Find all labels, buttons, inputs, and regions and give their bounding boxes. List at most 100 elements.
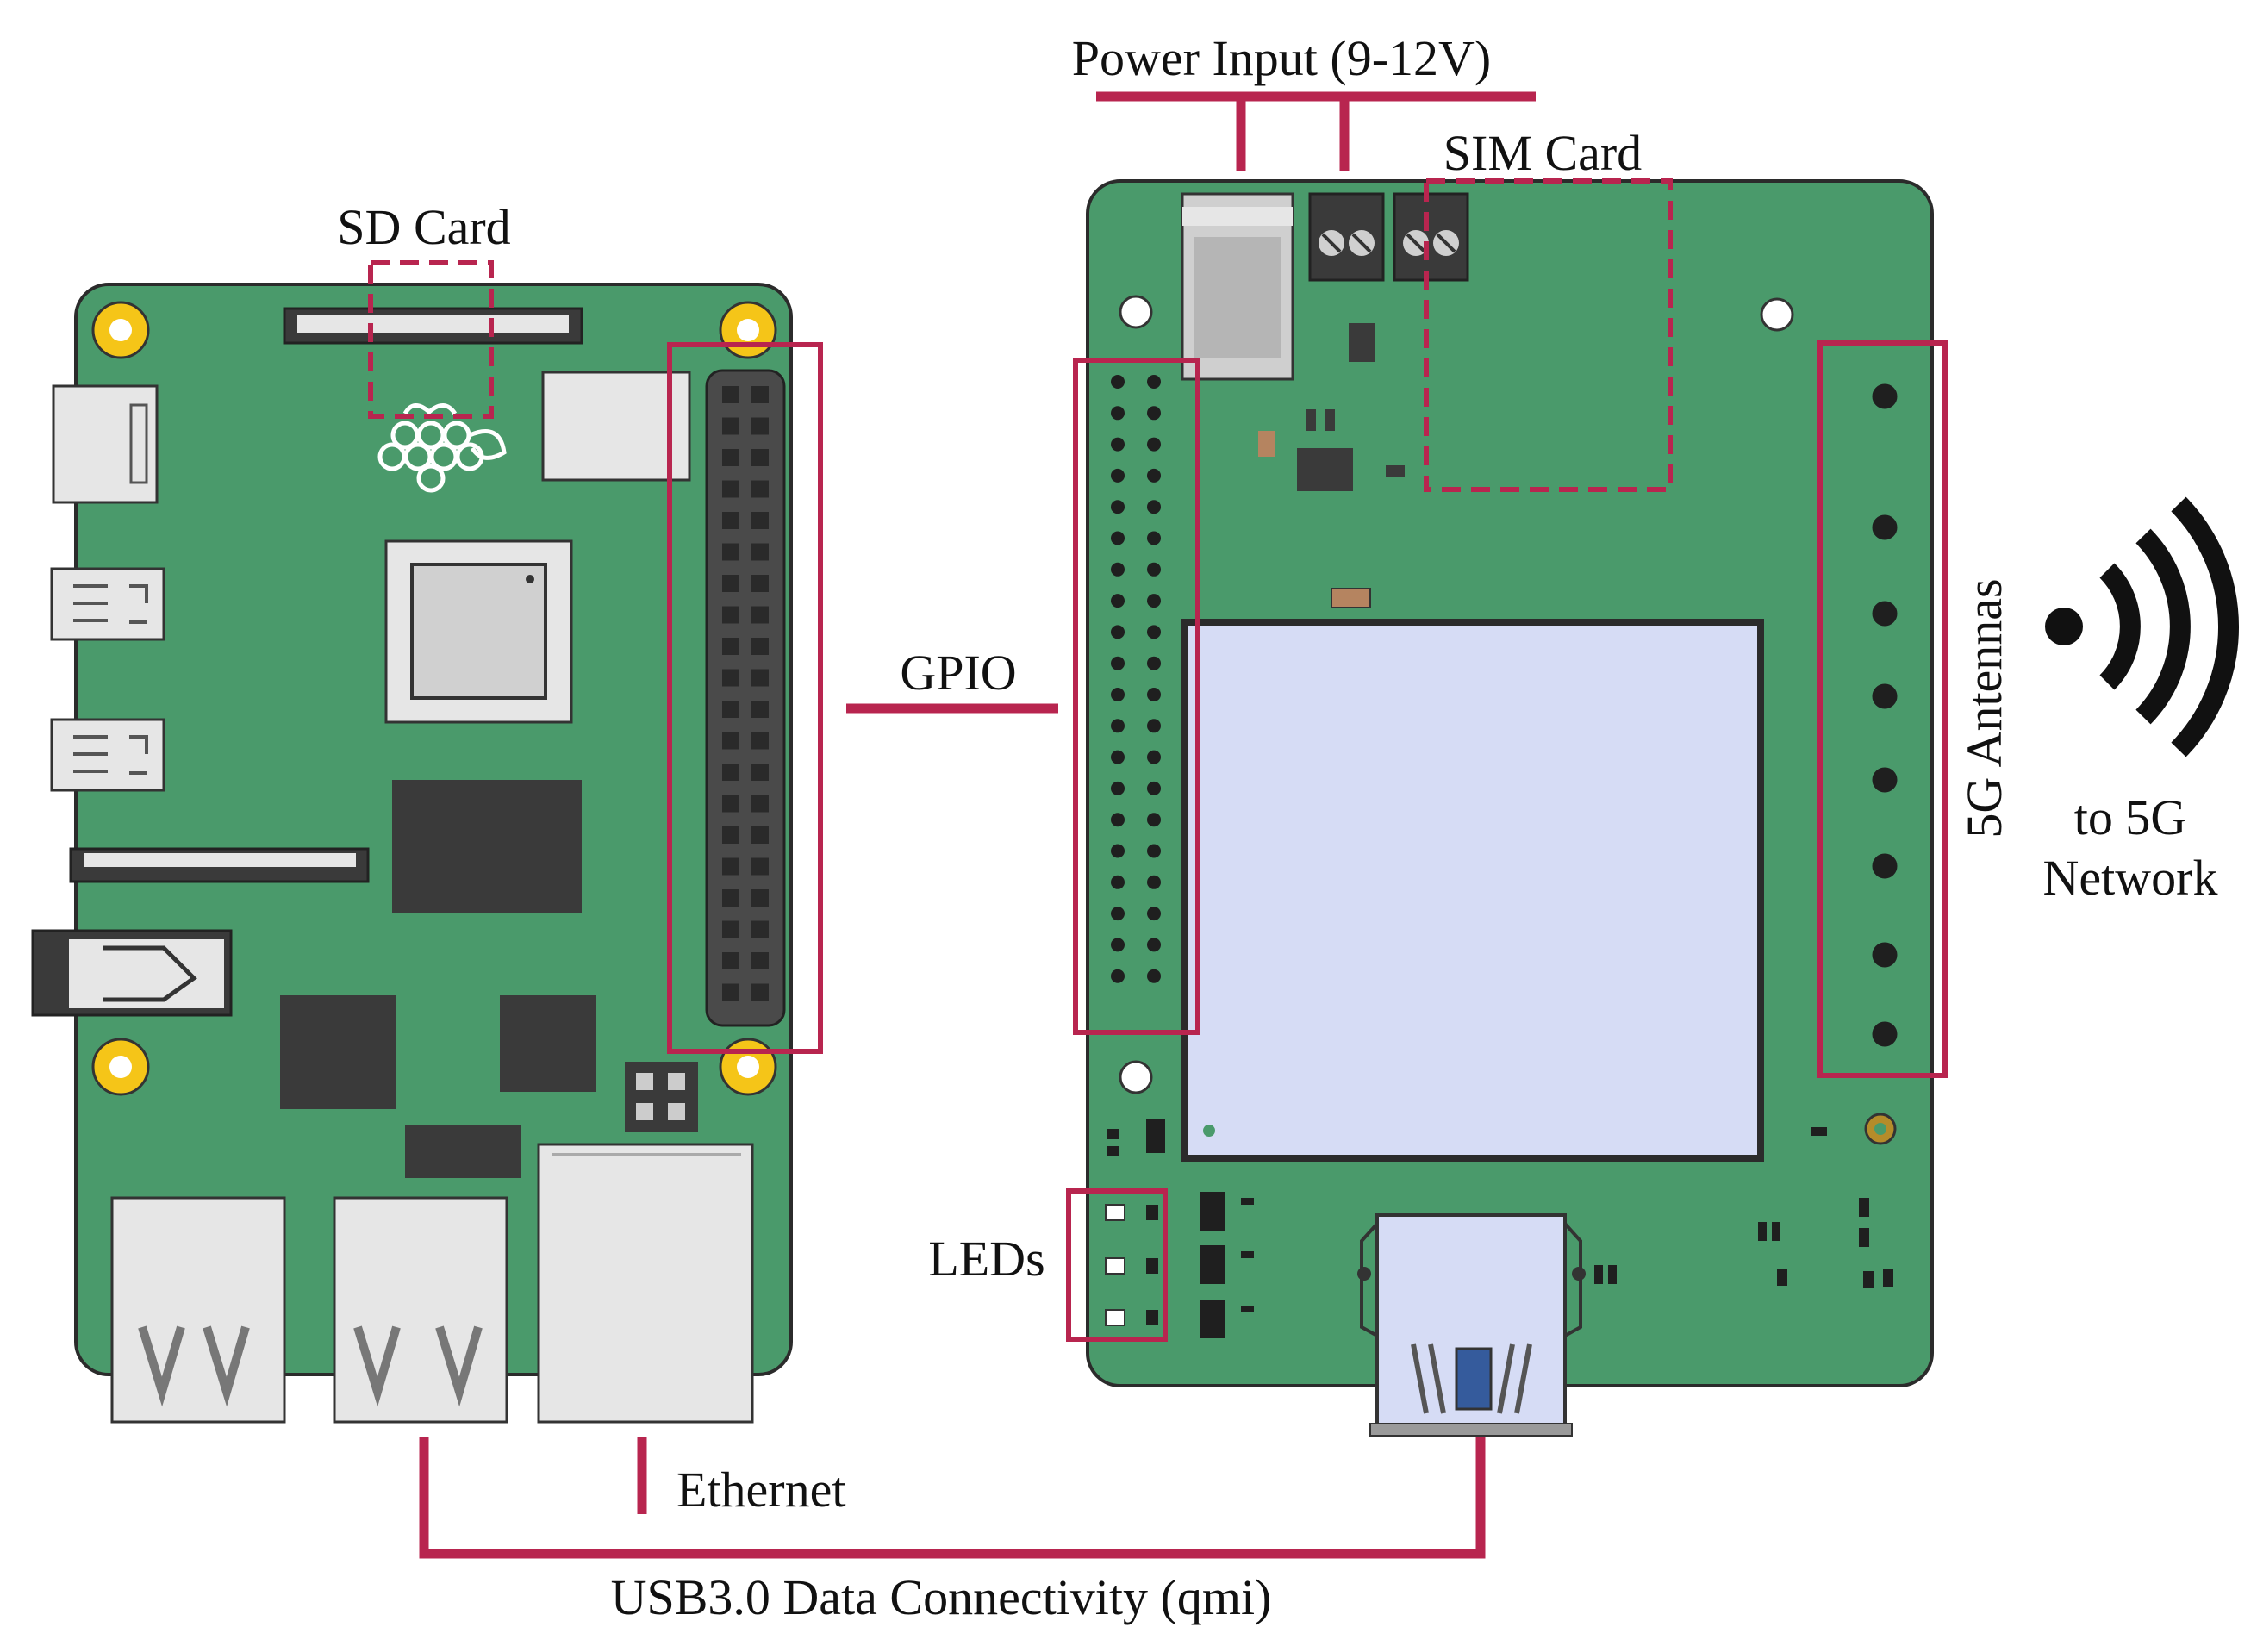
- hat-gpio-pin: [1111, 719, 1125, 733]
- gpio-pin: [751, 512, 769, 529]
- hat-gpio-pin: [1147, 844, 1161, 858]
- raspberry-pi-board: [31, 283, 793, 1424]
- gpio-pin: [722, 386, 739, 403]
- leds-label: LEDs: [928, 1231, 1044, 1287]
- antenna-pad: [1869, 1019, 1900, 1050]
- hat-gpio-pin: [1111, 531, 1125, 545]
- hat-gpio-pin: [1147, 938, 1161, 952]
- hat-gpio-pin: [1111, 468, 1125, 483]
- network-label-line1: to 5G: [2074, 789, 2187, 845]
- hat-gpio-pin: [1147, 969, 1161, 983]
- hat-gpio-pin: [1111, 750, 1125, 764]
- gpio-pin: [751, 889, 769, 907]
- terminal-block: [1308, 192, 1385, 282]
- 5g-hat-board: [1086, 179, 1934, 1437]
- usb-port: [333, 1196, 508, 1424]
- leds-highlight: [1066, 1188, 1168, 1342]
- hat-gpio-pin: [1111, 875, 1125, 889]
- gpio-pin: [751, 920, 769, 938]
- usb-label: USB3.0 Data Connectivity (qmi): [611, 1569, 1272, 1625]
- gpio-pin: [751, 857, 769, 876]
- hat-gpio-pin: [1111, 907, 1125, 921]
- gpio-pin: [722, 417, 739, 435]
- hat-gpio-pin: [1111, 437, 1125, 452]
- gpio-pin: [722, 952, 739, 969]
- hat-gpio-pin: [1111, 813, 1125, 827]
- gpio-pin: [722, 575, 739, 592]
- gpio-pin: [722, 826, 739, 844]
- gpio-pin: [751, 606, 769, 624]
- ufl-connector: [1864, 1113, 1897, 1145]
- antenna-pad: [1869, 598, 1900, 629]
- antenna-pad: [1869, 764, 1900, 795]
- wifi-module: [541, 371, 691, 482]
- audio-jack: [31, 929, 233, 1017]
- gpio-pin: [722, 638, 739, 655]
- hat-gpio-pin: [1147, 688, 1161, 701]
- hat-mount-hole: [1119, 295, 1153, 329]
- smd-part: [1325, 409, 1335, 431]
- hat-gpio-pin: [1111, 625, 1125, 639]
- hat-gpio-pin: [1111, 406, 1125, 421]
- 5g-module: [1181, 619, 1764, 1162]
- gpio-pin: [722, 795, 739, 813]
- micro-hdmi-port: [50, 567, 165, 641]
- rpi-gpio-header: [705, 369, 786, 1027]
- hat-gpio-pin: [1147, 781, 1161, 795]
- hat-gpio-pin: [1111, 781, 1125, 795]
- transistor: [1349, 323, 1375, 362]
- sd-card-label: SD Card: [337, 199, 510, 255]
- hat-gpio-pin: [1111, 562, 1125, 577]
- gpio-pin: [722, 449, 739, 466]
- gpio-pin: [751, 983, 769, 1001]
- sim-card-highlight: [1424, 178, 1673, 492]
- antennas-label: 5G Antennas: [1956, 578, 2012, 838]
- hat-gpio-pin: [1111, 938, 1125, 952]
- hat-gpio-pin: [1111, 594, 1125, 608]
- antenna-pad: [1869, 851, 1900, 882]
- gpio-pin: [751, 826, 769, 844]
- gpio-pin: [722, 857, 739, 876]
- resistor: [1258, 431, 1275, 457]
- gpio-label: GPIO: [900, 645, 1016, 701]
- connection-lines: [419, 91, 1536, 1559]
- hat-gpio-pin: [1111, 844, 1125, 858]
- highlight-boxes: [368, 178, 1948, 1342]
- hat-gpio-pins: [1111, 375, 1161, 983]
- hat-gpio-pin: [1147, 875, 1161, 889]
- hat-gpio-pin: [1147, 719, 1161, 733]
- ram-chip: [392, 780, 582, 913]
- hat-gpio-highlight: [1073, 358, 1200, 1035]
- gpio-pin: [722, 764, 739, 781]
- resistor: [1331, 588, 1371, 608]
- hat-gpio-pin: [1147, 375, 1161, 389]
- gpio-pin: [751, 732, 769, 750]
- gpio-pin: [751, 480, 769, 498]
- sim-card-label: SIM Card: [1443, 125, 1642, 181]
- hat-gpio-pin: [1111, 656, 1125, 670]
- usb-link-line: [419, 1437, 1486, 1559]
- camera-connector: [69, 847, 370, 883]
- micro-hdmi-port: [50, 718, 165, 792]
- poe-header: [625, 1062, 698, 1132]
- gpio-pin: [751, 638, 769, 655]
- gpio-pin: [751, 952, 769, 969]
- hat-gpio-pin: [1147, 656, 1161, 670]
- gpio-pin: [722, 512, 739, 529]
- hat-gpio-pin: [1147, 594, 1161, 608]
- hat-gpio-pin: [1111, 500, 1125, 514]
- hat-gpio-pin: [1147, 531, 1161, 545]
- antenna-pad: [1869, 681, 1900, 712]
- gpio-pin: [722, 889, 739, 907]
- gpio-pin: [722, 732, 739, 750]
- raspberry-pi-logo-icon: [377, 403, 507, 493]
- text-labels: SD Card Power Input (9-12V) SIM Card GPI…: [337, 30, 2217, 1625]
- wireless-signal-icon: [2045, 496, 2239, 757]
- hat-gpio-pin: [1147, 500, 1161, 514]
- gpio-pin: [722, 480, 739, 498]
- gpio-pin: [751, 575, 769, 592]
- hat-usb-port: [1357, 1213, 1586, 1437]
- hat-gpio-pin: [1147, 562, 1161, 577]
- gpio-pin: [722, 920, 739, 938]
- gpio-pin: [751, 795, 769, 813]
